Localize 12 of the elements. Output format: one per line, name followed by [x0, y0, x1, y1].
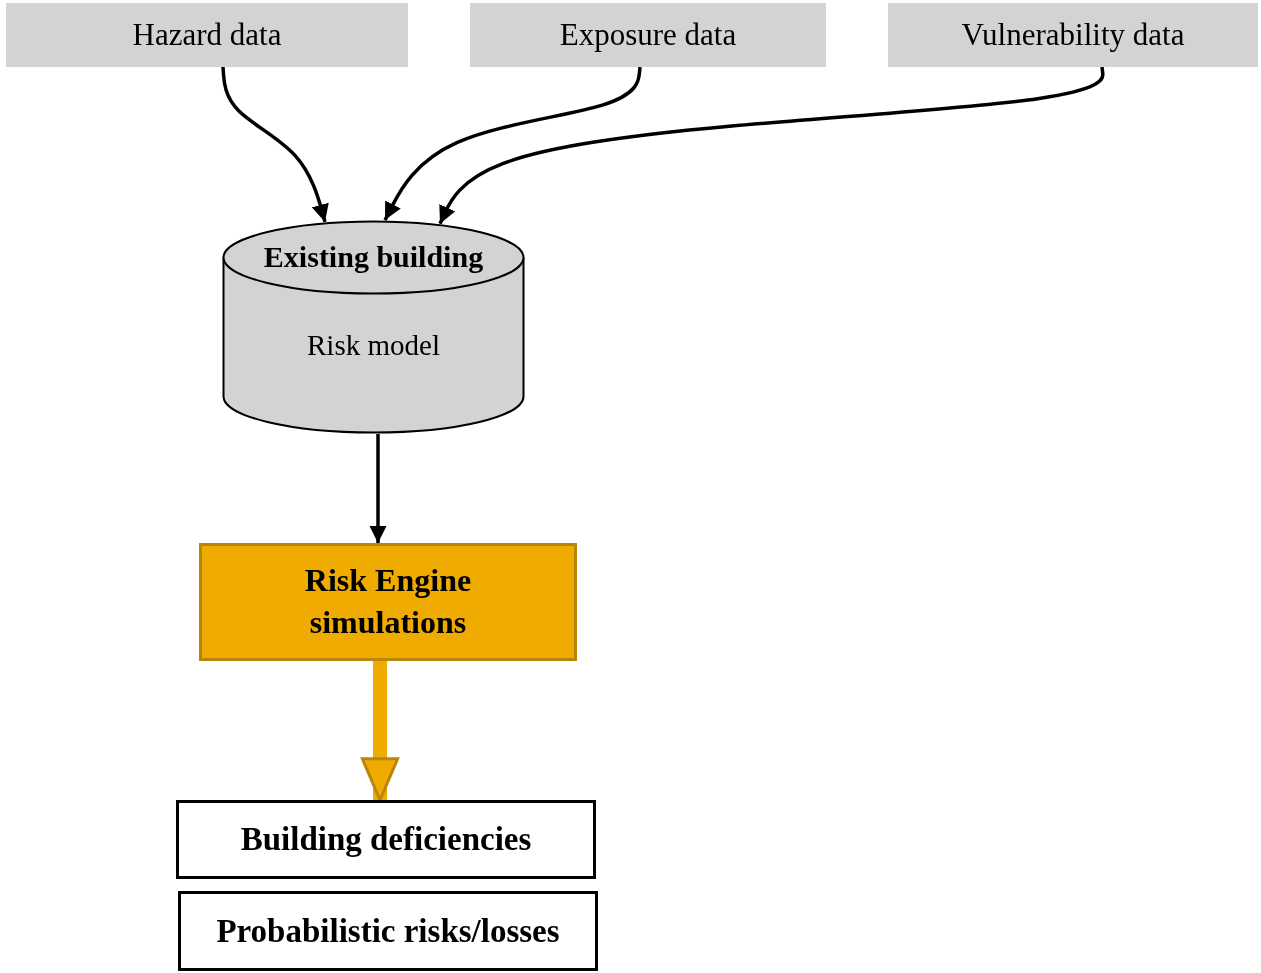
data-source-label: Hazard data [6, 3, 408, 67]
cylinder-label: Risk model [306, 328, 441, 362]
data-source-label: Exposure data [470, 3, 826, 67]
arrow [383, 66, 642, 221]
output-box: Building deficiencies [176, 800, 596, 879]
data-source-label: Vulnerability data [888, 3, 1258, 67]
cylinder-heading: Existing building [262, 240, 485, 274]
arrow [369, 434, 387, 543]
arrow [360, 661, 400, 802]
output-box: Probabilistic risks/losses [178, 891, 598, 971]
arrow [221, 66, 329, 223]
process-box: Risk Engine simulations [199, 543, 577, 661]
